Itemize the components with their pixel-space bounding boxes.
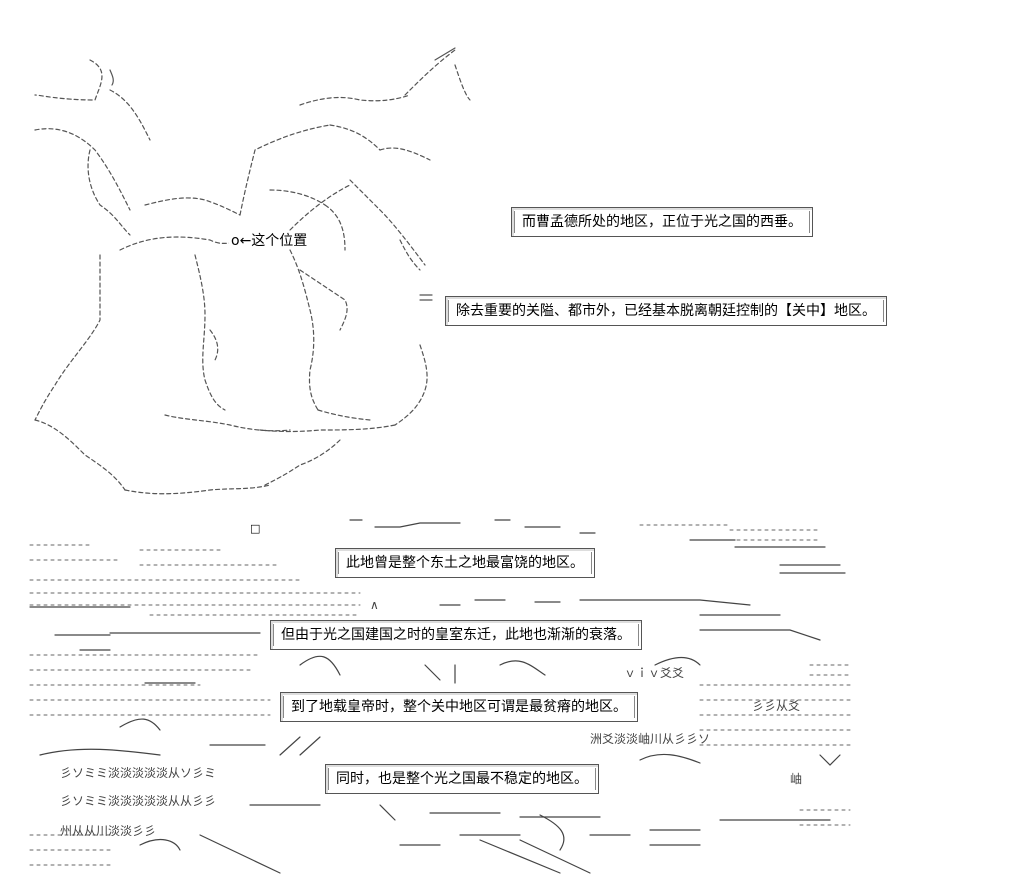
caption-box-4: 但由于光之国建国之时的皇室东迁，此地也渐渐的衰落。 [270,620,642,650]
landscape-artwork: ∧ ｖｉｖ爻爻 洲爻淡淡岫川从彡彡ソ 彡ソミミ淡淡淡淡淡从ソ彡ミ 彡ソミミ淡淡淡… [29,519,851,874]
caption-box-2: 除去重要的关隘、都市外，已经基本脱离朝廷控制的【关中】地区。 [445,296,887,326]
peak-glyph: ∧ [370,598,379,612]
river-label-6: 彡彡从爻 [752,699,800,713]
location-marker: o←这个位置 [229,233,310,249]
map-artwork [34,47,471,495]
caption-box-3: 此地曾是整个东土之地最富饶的地区。 [335,548,595,578]
river-label-4: 彡ソミミ淡淡淡淡淡从从彡彡 [60,794,216,808]
square-glyph: □ [250,522,261,535]
caption-box-6: 同时，也是整个光之国最不稳定的地区。 [325,764,599,794]
river-label-2: 洲爻淡淡岫川从彡彡ソ [590,732,710,746]
caption-text: 除去重要的关隘、都市外，已经基本脱离朝廷控制的【关中】地区。 [456,303,876,319]
caption-box-1: 而曹孟德所处的地区，正位于光之国的西垂。 [511,207,813,237]
river-label-3: 彡ソミミ淡淡淡淡淡从ソ彡ミ [60,766,216,780]
caption-text: 同时，也是整个光之国最不稳定的地区。 [336,771,588,787]
river-label-7: 岫 [790,772,802,786]
caption-text: 到了地载皇帝时，整个关中地区可谓是最贫瘠的地区。 [291,699,627,715]
caption-text: 而曹孟德所处的地区，正位于光之国的西垂。 [522,214,802,230]
caption-text: 此地曾是整个东土之地最富饶的地区。 [346,555,584,571]
caption-text: 但由于光之国建国之时的皇室东迁，此地也渐渐的衰落。 [281,627,631,643]
river-label-5: 州从从川淡淡彡彡 [60,824,156,838]
caption-box-5: 到了地载皇帝时，整个关中地区可谓是最贫瘠的地区。 [280,692,638,722]
river-label-1: ｖｉｖ爻爻 [624,666,684,680]
